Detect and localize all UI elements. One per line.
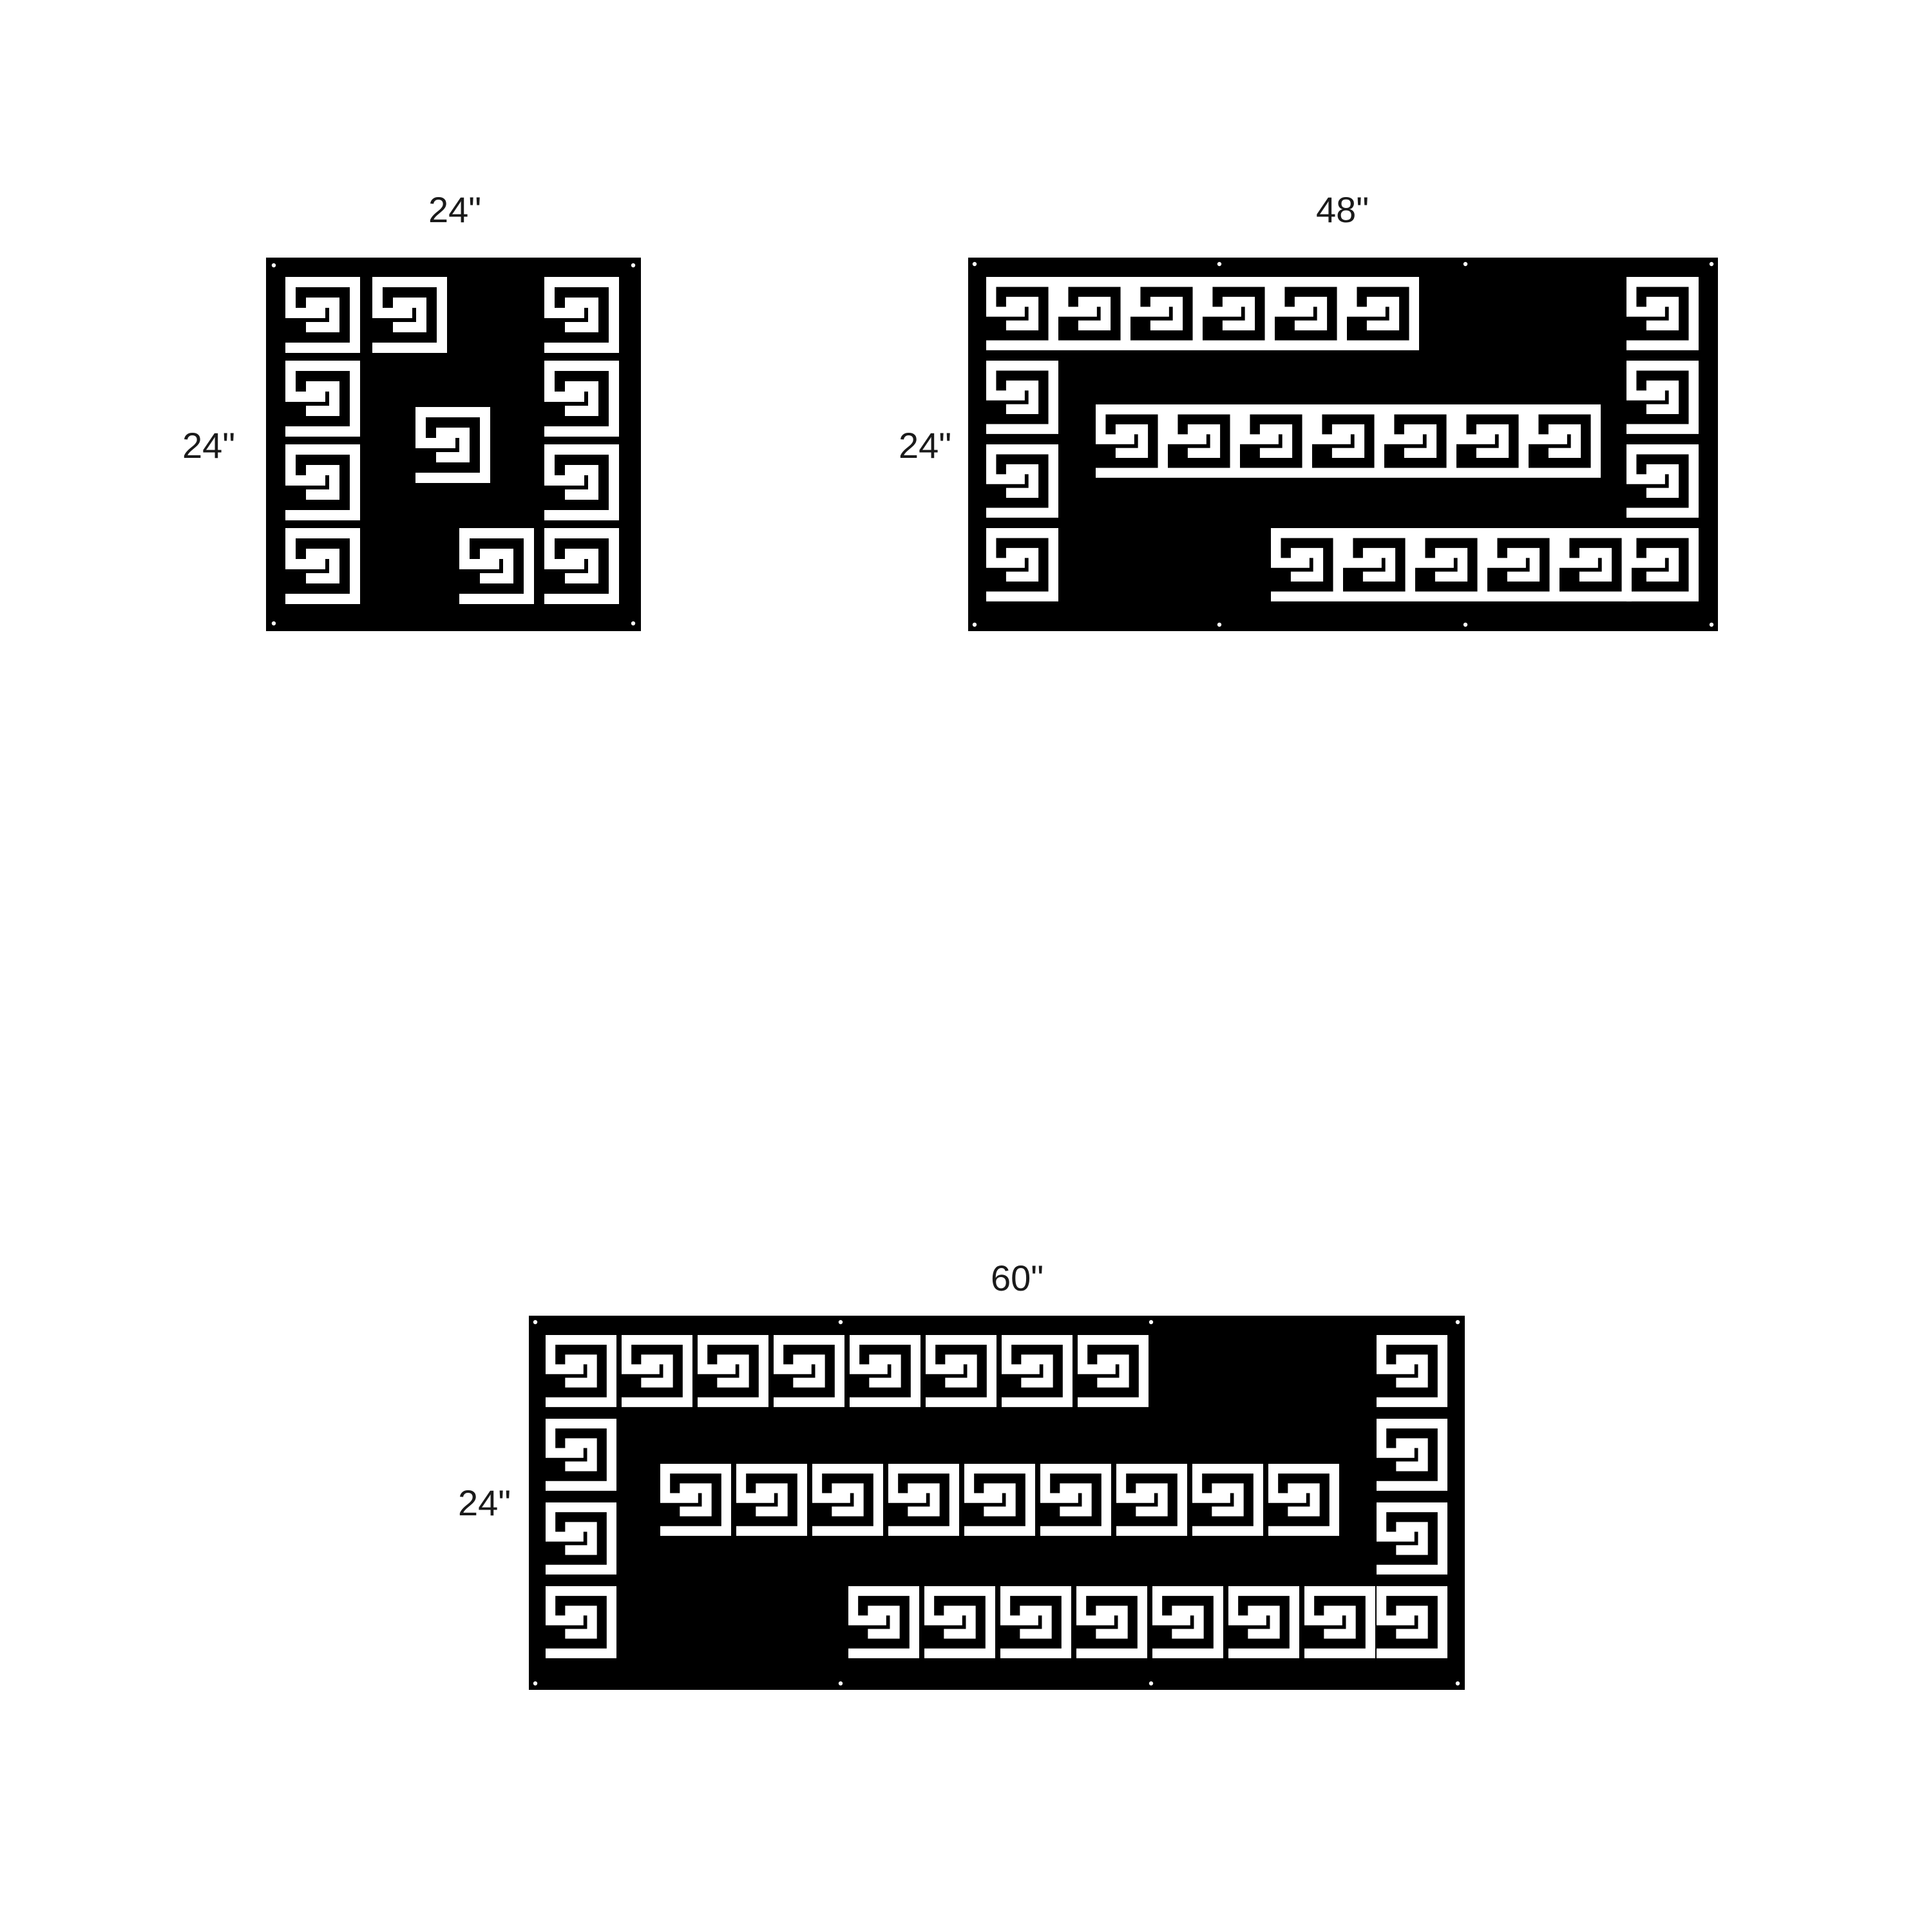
greek-key-cutout	[1559, 528, 1632, 601]
mounting-hole	[1463, 261, 1468, 267]
greek-key-cutout	[1304, 1586, 1375, 1658]
greek-key-cutout	[1116, 1464, 1187, 1536]
greek-key-cutout	[986, 528, 1058, 601]
mounting-hole	[1455, 1681, 1460, 1686]
panel-60x24	[529, 1316, 1465, 1690]
mounting-hole	[271, 621, 276, 626]
greek-key-cutout	[986, 444, 1058, 518]
greek-key-cutout	[1040, 1464, 1111, 1536]
mounting-hole	[271, 263, 276, 268]
greek-key-cutout	[1377, 1586, 1447, 1658]
greek-key-cutout	[1275, 277, 1347, 350]
greek-key-cutout	[964, 1464, 1035, 1536]
mounting-hole	[631, 621, 636, 626]
greek-key-cutout	[1096, 404, 1168, 478]
mounting-hole	[533, 1681, 538, 1686]
greek-key-cutout	[1456, 404, 1529, 478]
panel-2-width-label: 48"	[1316, 189, 1369, 230]
mounting-hole	[838, 1681, 843, 1686]
greek-key-cutout	[850, 1335, 920, 1407]
greek-key-cutout	[1347, 277, 1419, 350]
greek-key-cutout	[888, 1464, 959, 1536]
greek-key-cutout	[285, 361, 360, 437]
greek-key-cutout	[1192, 1464, 1263, 1536]
greek-key-cutout	[736, 1464, 807, 1536]
panel-1-cutouts	[271, 263, 636, 626]
greek-key-cutout	[546, 1335, 616, 1407]
greek-key-cutout	[1377, 1502, 1447, 1575]
mounting-hole	[1709, 622, 1714, 627]
greek-key-cutout	[1626, 361, 1699, 434]
greek-key-cutout	[1626, 528, 1699, 601]
greek-key-cutout	[544, 277, 619, 353]
greek-key-cutout	[1312, 404, 1384, 478]
greek-key-cutout	[546, 1586, 616, 1658]
greek-key-cutout	[546, 1502, 616, 1575]
mounting-hole	[1455, 1320, 1460, 1325]
panel-3-width-label: 60"	[991, 1258, 1044, 1298]
greek-key-cutout	[1203, 277, 1275, 350]
greek-key-cutout	[1343, 528, 1415, 601]
panel-48x24	[968, 258, 1718, 631]
greek-key-cutout	[1240, 404, 1312, 478]
greek-key-cutout	[986, 277, 1058, 350]
greek-key-cutout	[544, 444, 619, 520]
greek-key-cutout	[1626, 277, 1699, 350]
mounting-hole	[1709, 261, 1714, 267]
greek-key-cutout	[986, 361, 1058, 434]
greek-key-cutout	[1152, 1586, 1223, 1658]
greek-key-cutout	[1377, 1419, 1447, 1491]
mounting-hole	[1149, 1681, 1154, 1686]
greek-key-cutout	[1228, 1586, 1299, 1658]
greek-key-cutout	[415, 407, 490, 483]
greek-key-cutout	[544, 528, 619, 604]
panel-24x24	[266, 258, 641, 631]
greek-key-cutout	[459, 528, 534, 604]
greek-key-cutout	[372, 277, 447, 353]
greek-key-cutout	[1529, 404, 1601, 478]
greek-key-cutout	[285, 528, 360, 604]
mounting-hole	[1463, 622, 1468, 627]
panel-3-height-label: 24"	[458, 1482, 511, 1523]
greek-key-cutout	[1626, 444, 1699, 518]
mounting-hole	[1217, 622, 1222, 627]
greek-key-cutout	[1487, 528, 1559, 601]
mounting-hole	[1149, 1320, 1154, 1325]
greek-key-cutout	[1268, 1464, 1339, 1536]
panel-2-cutouts	[972, 261, 1714, 627]
greek-key-cutout	[1002, 1335, 1073, 1407]
mounting-hole	[533, 1320, 538, 1325]
mounting-hole	[972, 261, 977, 267]
greek-key-cutout	[924, 1586, 995, 1658]
greek-key-cutout	[1168, 404, 1240, 478]
greek-key-cutout	[1415, 528, 1487, 601]
greek-key-cutout	[285, 277, 360, 353]
greek-key-cutout	[546, 1419, 616, 1491]
greek-key-cutout	[285, 444, 360, 520]
greek-key-cutout	[848, 1586, 919, 1658]
mounting-hole	[631, 263, 636, 268]
greek-key-cutout	[1000, 1586, 1071, 1658]
mounting-hole	[1217, 261, 1222, 267]
greek-key-cutout	[622, 1335, 692, 1407]
greek-key-cutout	[1384, 404, 1456, 478]
greek-key-cutout	[812, 1464, 883, 1536]
greek-key-cutout	[1076, 1586, 1147, 1658]
panel-1-width-label: 24"	[428, 189, 482, 230]
greek-key-cutout	[1058, 277, 1130, 350]
greek-key-cutout	[1130, 277, 1203, 350]
panel-2-height-label: 24"	[899, 425, 952, 466]
greek-key-cutout	[926, 1335, 996, 1407]
greek-key-cutout	[774, 1335, 844, 1407]
greek-key-cutout	[698, 1335, 768, 1407]
greek-key-cutout	[1377, 1335, 1447, 1407]
panel-3-cutouts	[533, 1320, 1460, 1686]
greek-key-cutout	[1078, 1335, 1149, 1407]
panel-1-height-label: 24"	[182, 425, 236, 466]
greek-key-cutout	[1271, 528, 1343, 601]
mounting-hole	[972, 622, 977, 627]
mounting-hole	[838, 1320, 843, 1325]
greek-key-cutout	[544, 361, 619, 437]
greek-key-cutout	[660, 1464, 731, 1536]
